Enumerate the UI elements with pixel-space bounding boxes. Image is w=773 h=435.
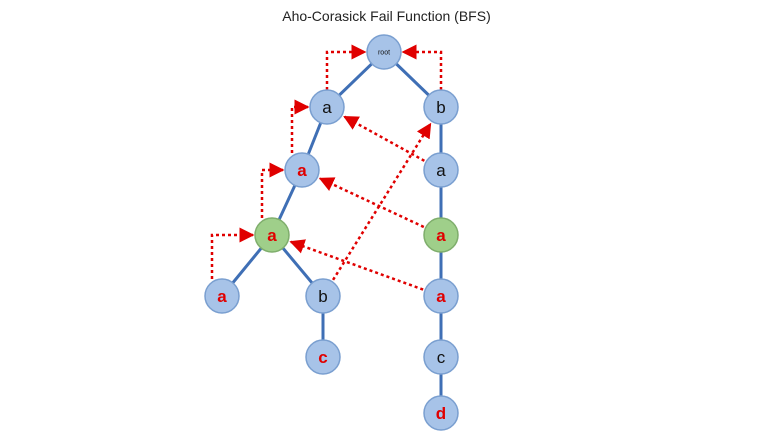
trie-node-n_ba: a	[423, 152, 459, 188]
node-circle	[284, 152, 320, 188]
node-circle	[309, 89, 345, 125]
node-circle	[423, 395, 459, 431]
trie-node-n_a2: a	[284, 152, 320, 188]
node-circle	[423, 339, 459, 375]
node-circle	[204, 278, 240, 314]
trie-node-n_baa: a	[423, 217, 459, 253]
trie-node-n_a3: a	[254, 217, 290, 253]
fail-link-n_b2-to-n_b1	[332, 122, 432, 281]
fail-links	[210, 44, 443, 291]
node-label: c	[437, 348, 446, 367]
node-label: a	[267, 226, 277, 245]
trie-node-n_c2: c	[423, 339, 459, 375]
node-circle	[366, 34, 402, 70]
trie-node-n_b1: b	[423, 89, 459, 125]
node-label: a	[322, 98, 332, 117]
trie-node-n_d: d	[423, 395, 459, 431]
node-label: a	[217, 287, 227, 306]
diagram-title: Aho-Corasick Fail Function (BFS)	[282, 8, 491, 24]
node-label: a	[436, 226, 446, 245]
trie-node-root: root	[366, 34, 402, 70]
node-circle	[305, 339, 341, 375]
node-label: root	[378, 50, 390, 57]
node-circle	[423, 217, 459, 253]
fail-link-n_ba-to-n_a1	[343, 115, 425, 162]
fail-link-n_a4-to-n_a3	[210, 227, 255, 279]
node-circle	[423, 89, 459, 125]
fail-link-n_baa-to-n_a2	[318, 177, 425, 229]
trie-node-n_a4: a	[204, 278, 240, 314]
trie-nodes: root a b a a a b c a a a c d	[204, 34, 459, 431]
node-label: a	[297, 161, 307, 180]
node-label: a	[436, 161, 446, 180]
node-circle	[305, 278, 341, 314]
trie-node-n_a1: a	[309, 89, 345, 125]
trie-node-n_baaa: a	[423, 278, 459, 314]
node-label: b	[436, 98, 445, 117]
trie-node-n_b2: b	[305, 278, 341, 314]
fail-link-n_a3-to-n_a2	[260, 162, 285, 218]
node-label: c	[318, 348, 327, 367]
node-label: b	[318, 287, 327, 306]
fail-link-n_a1-to-root	[325, 44, 367, 90]
fail-link-n_a2-to-n_a1	[290, 99, 310, 153]
trie-node-n_c1: c	[305, 339, 341, 375]
node-label: d	[436, 404, 446, 423]
fail-link-n_b1-to-root	[401, 44, 443, 90]
node-circle	[423, 278, 459, 314]
node-circle	[254, 217, 290, 253]
node-label: a	[436, 287, 446, 306]
node-circle	[423, 152, 459, 188]
